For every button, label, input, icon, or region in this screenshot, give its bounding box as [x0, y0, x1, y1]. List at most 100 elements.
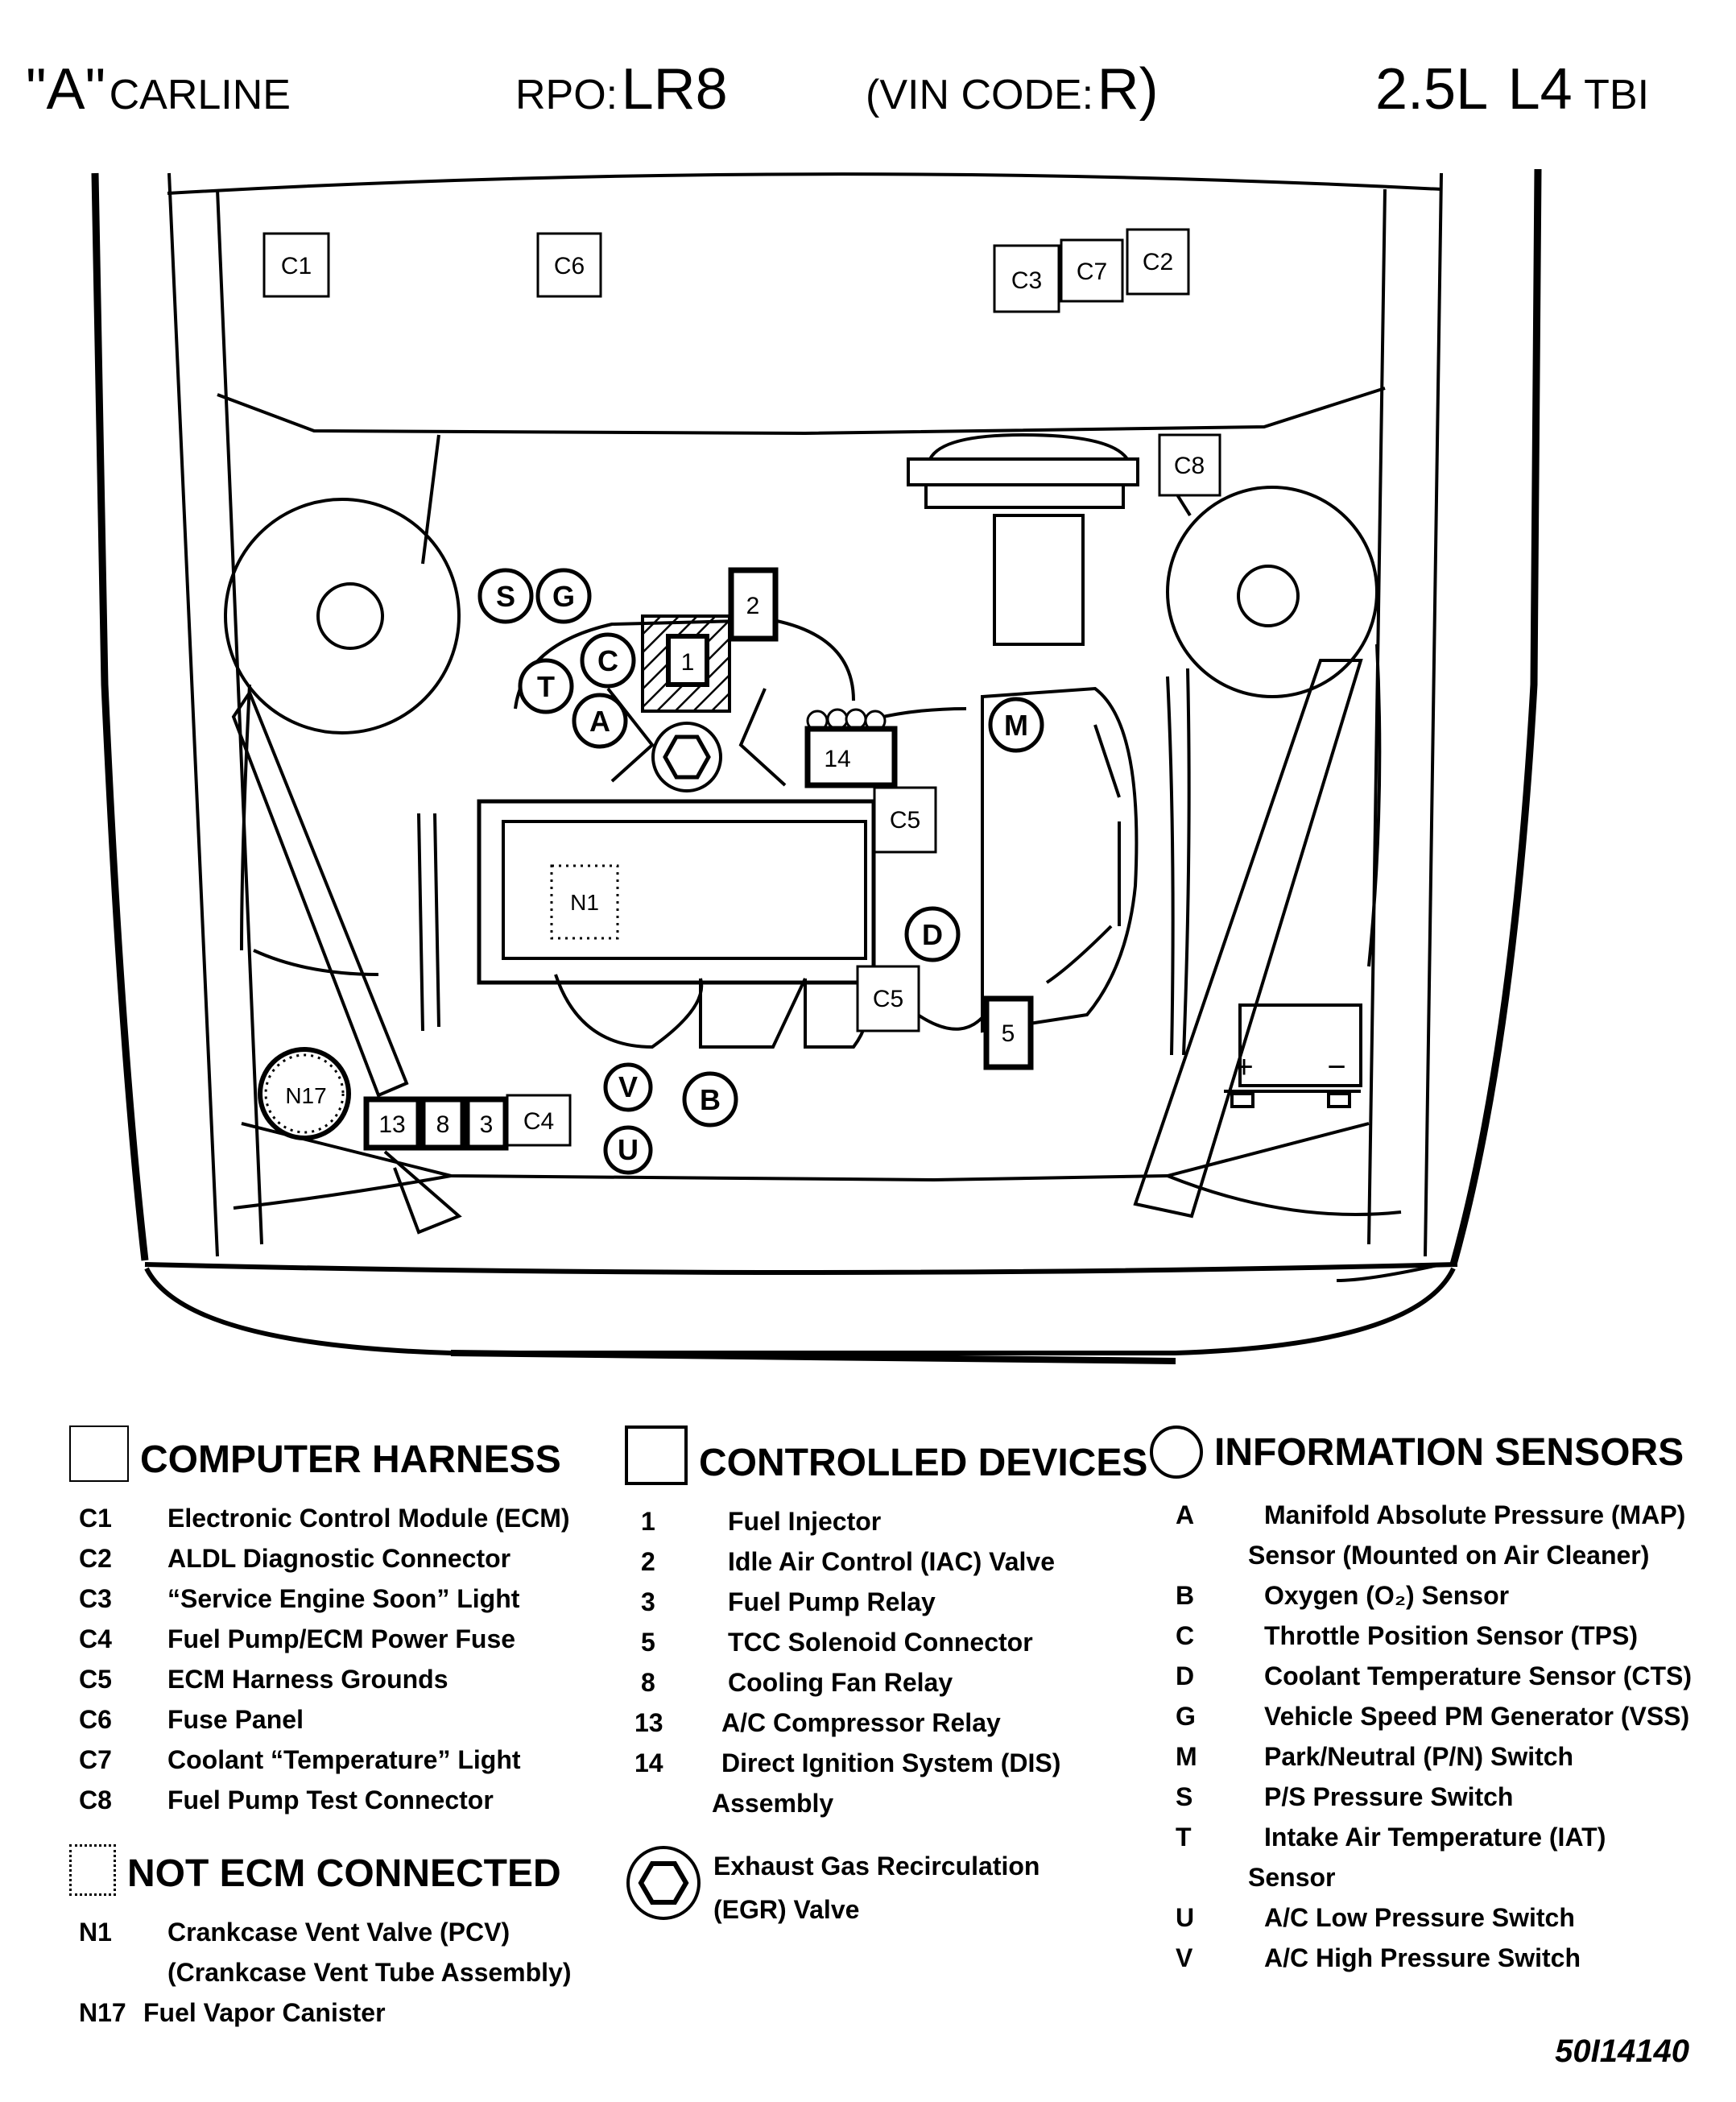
rpo-value: LR8 — [621, 57, 728, 122]
marker-C7: C7 — [1077, 259, 1107, 285]
engine-type: L4 — [1507, 57, 1573, 122]
legend-title: NOT ECM CONNECTED — [127, 1852, 561, 1895]
vin-title: (VIN CODE: R) — [866, 56, 1159, 122]
marker-M: M — [1004, 709, 1028, 742]
computer-harness-markers: C1 C6 C3 C7 C2 C8 C5 C5 C4 — [262, 228, 1221, 1147]
marker-13: 13 — [378, 1111, 405, 1138]
marker-C4: C4 — [523, 1108, 554, 1135]
circle-symbol-icon — [1150, 1425, 1203, 1479]
legend-head-not-ecm: NOT ECM CONNECTED — [69, 1844, 572, 1896]
marker-C5-lower: C5 — [873, 986, 903, 1012]
legend-head-controlled-devices: CONTROLLED DEVICES — [625, 1425, 1147, 1485]
list-item-continuation: Sensor — [1248, 1863, 1336, 1892]
marker-14: 14 — [824, 746, 850, 772]
egr-label-line2: (EGR) Valve — [713, 1895, 860, 1924]
marker-C6: C6 — [554, 253, 585, 279]
marker-C1: C1 — [281, 253, 312, 279]
engine-block — [477, 432, 1362, 1108]
list-item: C5 ECM Harness Grounds — [79, 1665, 448, 1694]
legend-title: COMPUTER HARNESS — [140, 1438, 561, 1481]
list-item: C3“Service Engine Soon” Light — [79, 1584, 520, 1613]
marker-C3: C3 — [1011, 267, 1042, 294]
marker-A: A — [589, 705, 610, 738]
rpo-title: RPO: LR8 — [515, 56, 728, 122]
legend-head-information-sensors: INFORMATION SENSORS — [1150, 1425, 1692, 1479]
marker-S: S — [496, 580, 515, 613]
marker-B: B — [700, 1083, 721, 1116]
engine-title: 2.5L L4 TBI — [1375, 56, 1649, 122]
left-wheel — [224, 434, 462, 1235]
marker-C: C — [597, 644, 618, 677]
marker-8: 8 — [436, 1111, 450, 1138]
legend-head-computer-harness: COMPUTER HARNESS — [69, 1425, 572, 1482]
figure-reference: 50I14140 — [1555, 2034, 1689, 2069]
legend-egr: Exhaust Gas Recirculation (EGR) Valve — [625, 1844, 1147, 1930]
marker-C8: C8 — [1174, 453, 1205, 479]
marker-D: D — [922, 918, 943, 951]
bold-square-symbol-icon — [625, 1425, 688, 1485]
marker-T: T — [537, 670, 555, 703]
battery-terminals: + − — [1234, 1049, 1345, 1085]
marker-N17: N17 — [285, 1083, 326, 1108]
marker-C2: C2 — [1143, 249, 1173, 275]
rpo-label: RPO: — [515, 72, 618, 118]
right-wheel — [1133, 462, 1382, 1219]
dotted-square-symbol-icon — [69, 1844, 116, 1896]
engine-compartment-diagram: C1 C6 C3 C7 C2 C8 C5 C5 C4 1 2 14 5 13 — [91, 168, 1542, 1364]
legend-title: INFORMATION SENSORS — [1214, 1430, 1684, 1474]
information-sensor-markers: S G C T A M D V B U — [477, 568, 1044, 1175]
legend-title: CONTROLLED DEVICES — [699, 1442, 1148, 1484]
not-ecm-markers: N1 N17 — [258, 864, 619, 1140]
egr-valve — [651, 722, 722, 792]
list-item-continuation: Assembly — [712, 1789, 834, 1818]
marker-N1: N1 — [570, 890, 599, 915]
list-item-continuation: Sensor (Mounted on Air Cleaner) — [1248, 1541, 1650, 1570]
vin-open: (VIN CODE: — [866, 72, 1094, 118]
marker-C5-upper: C5 — [890, 807, 920, 834]
marker-G: G — [552, 580, 575, 613]
marker-5: 5 — [1002, 1020, 1015, 1047]
egr-label-line1: Exhaust Gas Recirculation — [713, 1852, 1040, 1881]
battery-minus: − — [1327, 1049, 1345, 1085]
carline-code: "A" — [26, 57, 106, 122]
marker-1: 1 — [681, 649, 695, 676]
carline-label: CARLINE — [109, 72, 291, 118]
vin-value: R) — [1097, 57, 1159, 122]
marker-2: 2 — [746, 593, 760, 619]
list-item-continuation: (Crankcase Vent Tube Assembly) — [167, 1958, 572, 1987]
battery-plus: + — [1234, 1049, 1253, 1085]
egr-valve-icon — [626, 1846, 701, 1920]
marker-U: U — [618, 1133, 639, 1166]
marker-3: 3 — [480, 1111, 494, 1138]
square-symbol-icon — [69, 1425, 129, 1482]
engine-fuel: TBI — [1584, 72, 1650, 118]
engine-size: 2.5L — [1375, 57, 1489, 122]
